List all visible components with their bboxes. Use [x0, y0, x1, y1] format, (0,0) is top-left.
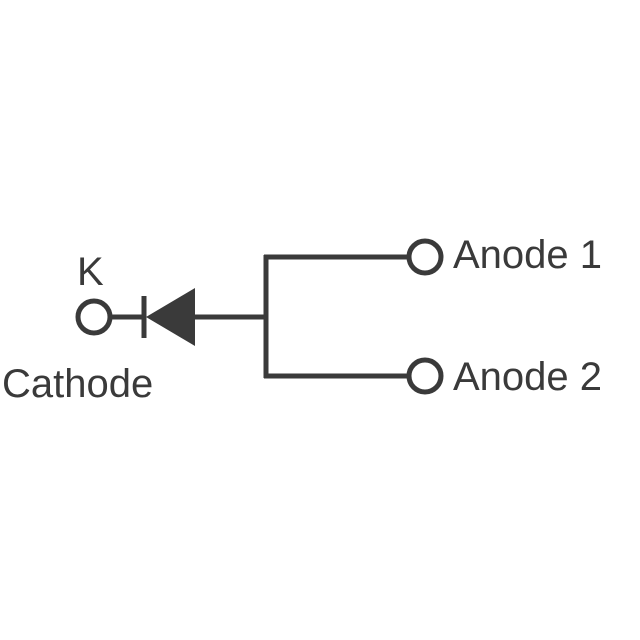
- diode-triangle: [146, 288, 195, 346]
- anode1-label: Anode 1: [453, 233, 603, 277]
- cathode-terminal-icon: [75, 298, 113, 336]
- diode-icon: [141, 288, 195, 346]
- cathode-label: Cathode: [2, 362, 154, 406]
- anode1-terminal-icon: [406, 238, 444, 276]
- anode2-label: Anode 2: [453, 355, 603, 399]
- cathode-letter-label: K: [77, 250, 104, 294]
- anode2-terminal-icon: [406, 357, 444, 395]
